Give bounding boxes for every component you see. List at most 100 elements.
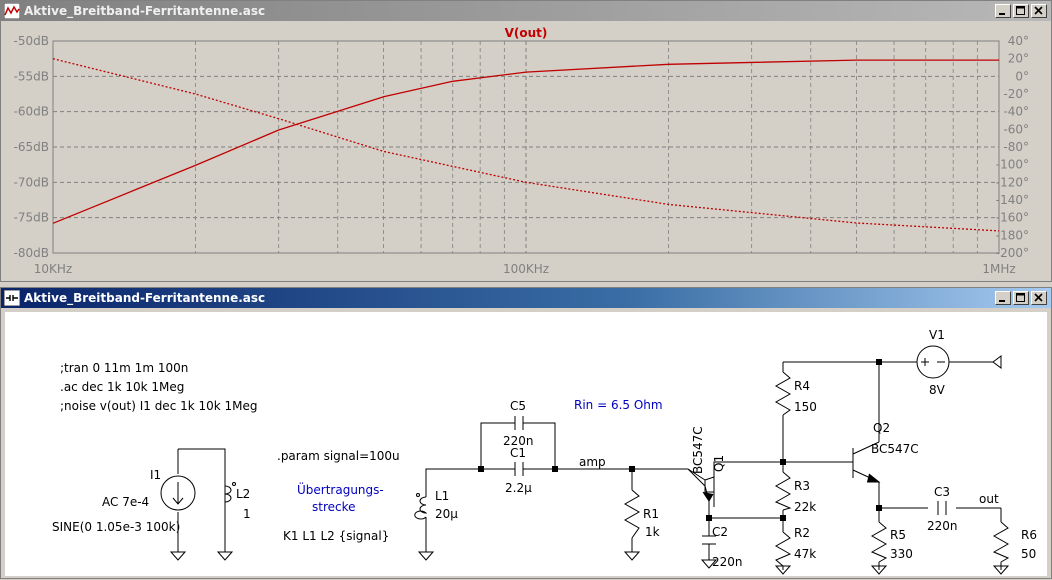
inductor-L1[interactable] (414, 493, 428, 520)
minimize-icon (999, 13, 1005, 15)
plot-window: Aktive_Breitband-Ferritantenne.asc -50dB… (0, 0, 1052, 282)
y-tick-left: -55dB (14, 69, 49, 83)
R3-value: 22k (794, 500, 816, 514)
y-tick-left: -75dB (14, 211, 49, 225)
R3-name: R3 (794, 479, 810, 493)
plot-window-title: Aktive_Breitband-Ferritantenne.asc (24, 4, 266, 18)
R2-name: R2 (794, 526, 810, 540)
x-tick: 1MHz (982, 262, 1015, 276)
y-tick-right: -180° (996, 228, 1029, 242)
resistor-R1[interactable] (623, 489, 641, 539)
y-tick-right: -100° (996, 158, 1029, 172)
ground-icons (169, 551, 1010, 575)
R5-name: R5 (890, 528, 906, 542)
V1-value: 8V (929, 383, 946, 397)
R2-value: 47k (794, 547, 816, 561)
net-label-out[interactable]: out (979, 492, 999, 506)
phase-trace (52, 58, 1000, 232)
close-icon (1034, 6, 1043, 15)
y-tick-right: 40° (1008, 34, 1029, 48)
maximize-icon (1016, 6, 1025, 15)
transistor-Q1[interactable] (687, 468, 715, 507)
transfer-label-2: strecke (312, 500, 356, 514)
directive-noise[interactable]: ;noise v(out) I1 dec 1k 10k 1Meg (60, 399, 258, 413)
C5-name: C5 (510, 399, 526, 413)
directive-ac[interactable]: .ac dec 1k 10k 1Meg (60, 380, 184, 394)
resistor-R2[interactable] (774, 531, 792, 567)
x-tick: 100KHz (503, 262, 549, 276)
trace-title: V(out) (505, 26, 548, 40)
junction-dots (478, 359, 882, 521)
C1-value: 2.2µ (505, 481, 532, 495)
L2-value: 1 (243, 507, 251, 521)
magnitude-trace (52, 59, 999, 224)
param-directive[interactable]: .param signal=100u (277, 449, 400, 463)
Q2-name: Q2 (873, 421, 890, 435)
C3-name: C3 (934, 485, 950, 499)
y-tick-left: -65dB (14, 140, 49, 154)
capacitor-C2[interactable] (702, 535, 716, 545)
R6-value: 50 (1021, 547, 1036, 561)
C2-name: C2 (712, 525, 728, 539)
plot-window-titlebar[interactable]: Aktive_Breitband-Ferritantenne.asc (1, 1, 1051, 21)
I1-value2: SINE(0 1.05e-3 100k) (52, 520, 180, 534)
R4-value: 150 (794, 400, 817, 414)
voltage-source-V1[interactable] (916, 345, 1002, 379)
Q2-value: BC547C (871, 442, 919, 456)
resistor-R4[interactable] (774, 371, 792, 416)
R1-name: R1 (643, 507, 659, 521)
directive-tran[interactable]: ;tran 0 11m 1m 100n (60, 361, 188, 375)
minimize-button[interactable] (995, 291, 1011, 305)
L2-name: L2 (236, 487, 250, 501)
current-source-I1[interactable] (160, 475, 196, 511)
y-tick-right: 0° (1015, 69, 1029, 83)
maximize-button[interactable] (1013, 4, 1029, 18)
capacitor-C1[interactable] (507, 462, 531, 476)
Q1-name: Q1 (712, 455, 726, 472)
y-tick-right: -140° (996, 193, 1029, 207)
bode-plot[interactable]: -50dB-55dB-60dB-65dB-70dB-75dB-80dB40°20… (3, 23, 1049, 281)
y-tick-right: -60° (1003, 122, 1029, 136)
schematic-canvas[interactable]: ;tran 0 11m 1m 100n .ac dec 1k 10k 1Meg … (5, 312, 1047, 576)
y-tick-right: -80° (1003, 140, 1029, 154)
net-label-amp[interactable]: amp (579, 455, 606, 469)
capacitor-C5[interactable] (507, 416, 531, 430)
capacitor-C3[interactable] (937, 501, 947, 515)
schematic-window: Aktive_Breitband-Ferritantenne.asc (0, 287, 1052, 579)
R5-value: 330 (890, 547, 913, 561)
y-tick-right: -20° (1003, 87, 1029, 101)
minimize-button[interactable] (995, 4, 1011, 18)
maximize-icon (1016, 293, 1025, 302)
L1-name: L1 (435, 489, 449, 503)
close-icon (1034, 293, 1043, 302)
resistor-R3[interactable] (774, 471, 792, 511)
minimize-icon (999, 300, 1005, 302)
schematic-window-titlebar[interactable]: Aktive_Breitband-Ferritantenne.asc (1, 288, 1051, 308)
schematic-drawing[interactable]: ;tran 0 11m 1m 100n .ac dec 1k 10k 1Meg … (5, 312, 1047, 576)
maximize-button[interactable] (1013, 291, 1029, 305)
transfer-label-1: Übertragungs- (297, 481, 384, 497)
resistor-R6[interactable] (992, 521, 1010, 563)
y-tick-left: -50dB (14, 34, 49, 48)
resistor-R5[interactable] (870, 521, 888, 563)
C5-value: 220n (503, 434, 534, 448)
C1-name: C1 (510, 446, 526, 460)
y-tick-left: -80dB (14, 246, 49, 260)
I1-value: AC 7e-4 (102, 495, 149, 509)
y-tick-left: -60dB (14, 105, 49, 119)
transistor-Q2[interactable] (843, 441, 881, 483)
schematic-window-title: Aktive_Breitband-Ferritantenne.asc (24, 291, 266, 305)
C2-value: 220n (712, 555, 743, 569)
coupling-directive[interactable]: K1 L1 L2 {signal} (283, 529, 389, 543)
R1-value: 1k (645, 525, 660, 539)
inductor-L2[interactable] (224, 482, 236, 529)
close-button[interactable] (1031, 4, 1047, 18)
close-button[interactable] (1031, 291, 1047, 305)
Q1-value: BC547C (691, 426, 705, 474)
schematic-icon (4, 290, 20, 306)
y-tick-right: -160° (996, 211, 1029, 225)
R4-name: R4 (794, 379, 810, 393)
I1-name: I1 (150, 468, 161, 482)
y-tick-right: -200° (996, 246, 1029, 260)
